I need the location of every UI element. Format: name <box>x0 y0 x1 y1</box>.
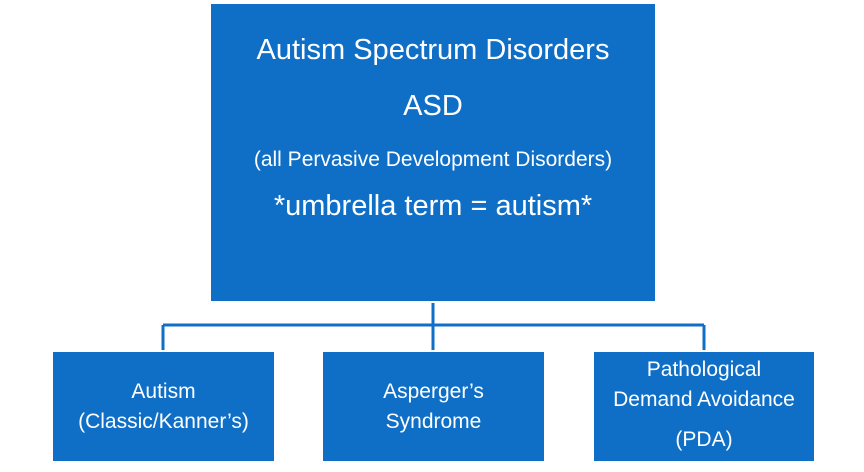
asd-root-box: Autism Spectrum Disorders ASD (all Perva… <box>209 2 657 303</box>
pda-abbreviation: (PDA) <box>675 428 733 451</box>
root-title: Autism Spectrum Disorders <box>256 34 610 66</box>
pda-label-line2: Demand Avoidance <box>613 388 795 411</box>
aspergers-sublabel: Syndrome <box>385 410 482 433</box>
root-subtitle: (all Pervasive Development Disorders) <box>253 148 613 171</box>
autism-sublabel: (Classic/Kanner’s) <box>78 410 249 433</box>
autism-classic-box: Autism (Classic/Kanner’s) <box>51 350 276 463</box>
autism-label: Autism <box>131 380 196 403</box>
pda-box: Pathological Demand Avoidance (PDA) <box>592 350 816 463</box>
aspergers-label: Asperger’s <box>383 380 484 403</box>
root-abbreviation: ASD <box>403 90 463 122</box>
pda-label-line1: Pathological <box>646 358 762 381</box>
aspergers-box: Asperger’s Syndrome <box>321 350 546 463</box>
root-note: *umbrella term = autism* <box>273 190 593 222</box>
